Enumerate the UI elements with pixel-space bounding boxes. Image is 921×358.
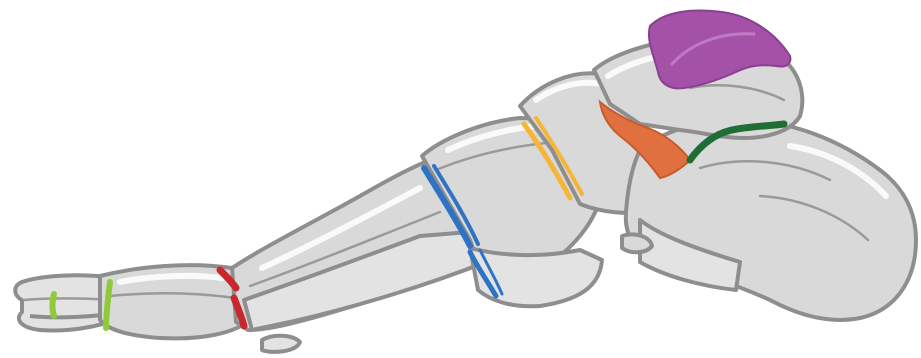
foot-skeleton-svg <box>0 0 921 358</box>
foot-skeleton-diagram <box>0 0 921 358</box>
